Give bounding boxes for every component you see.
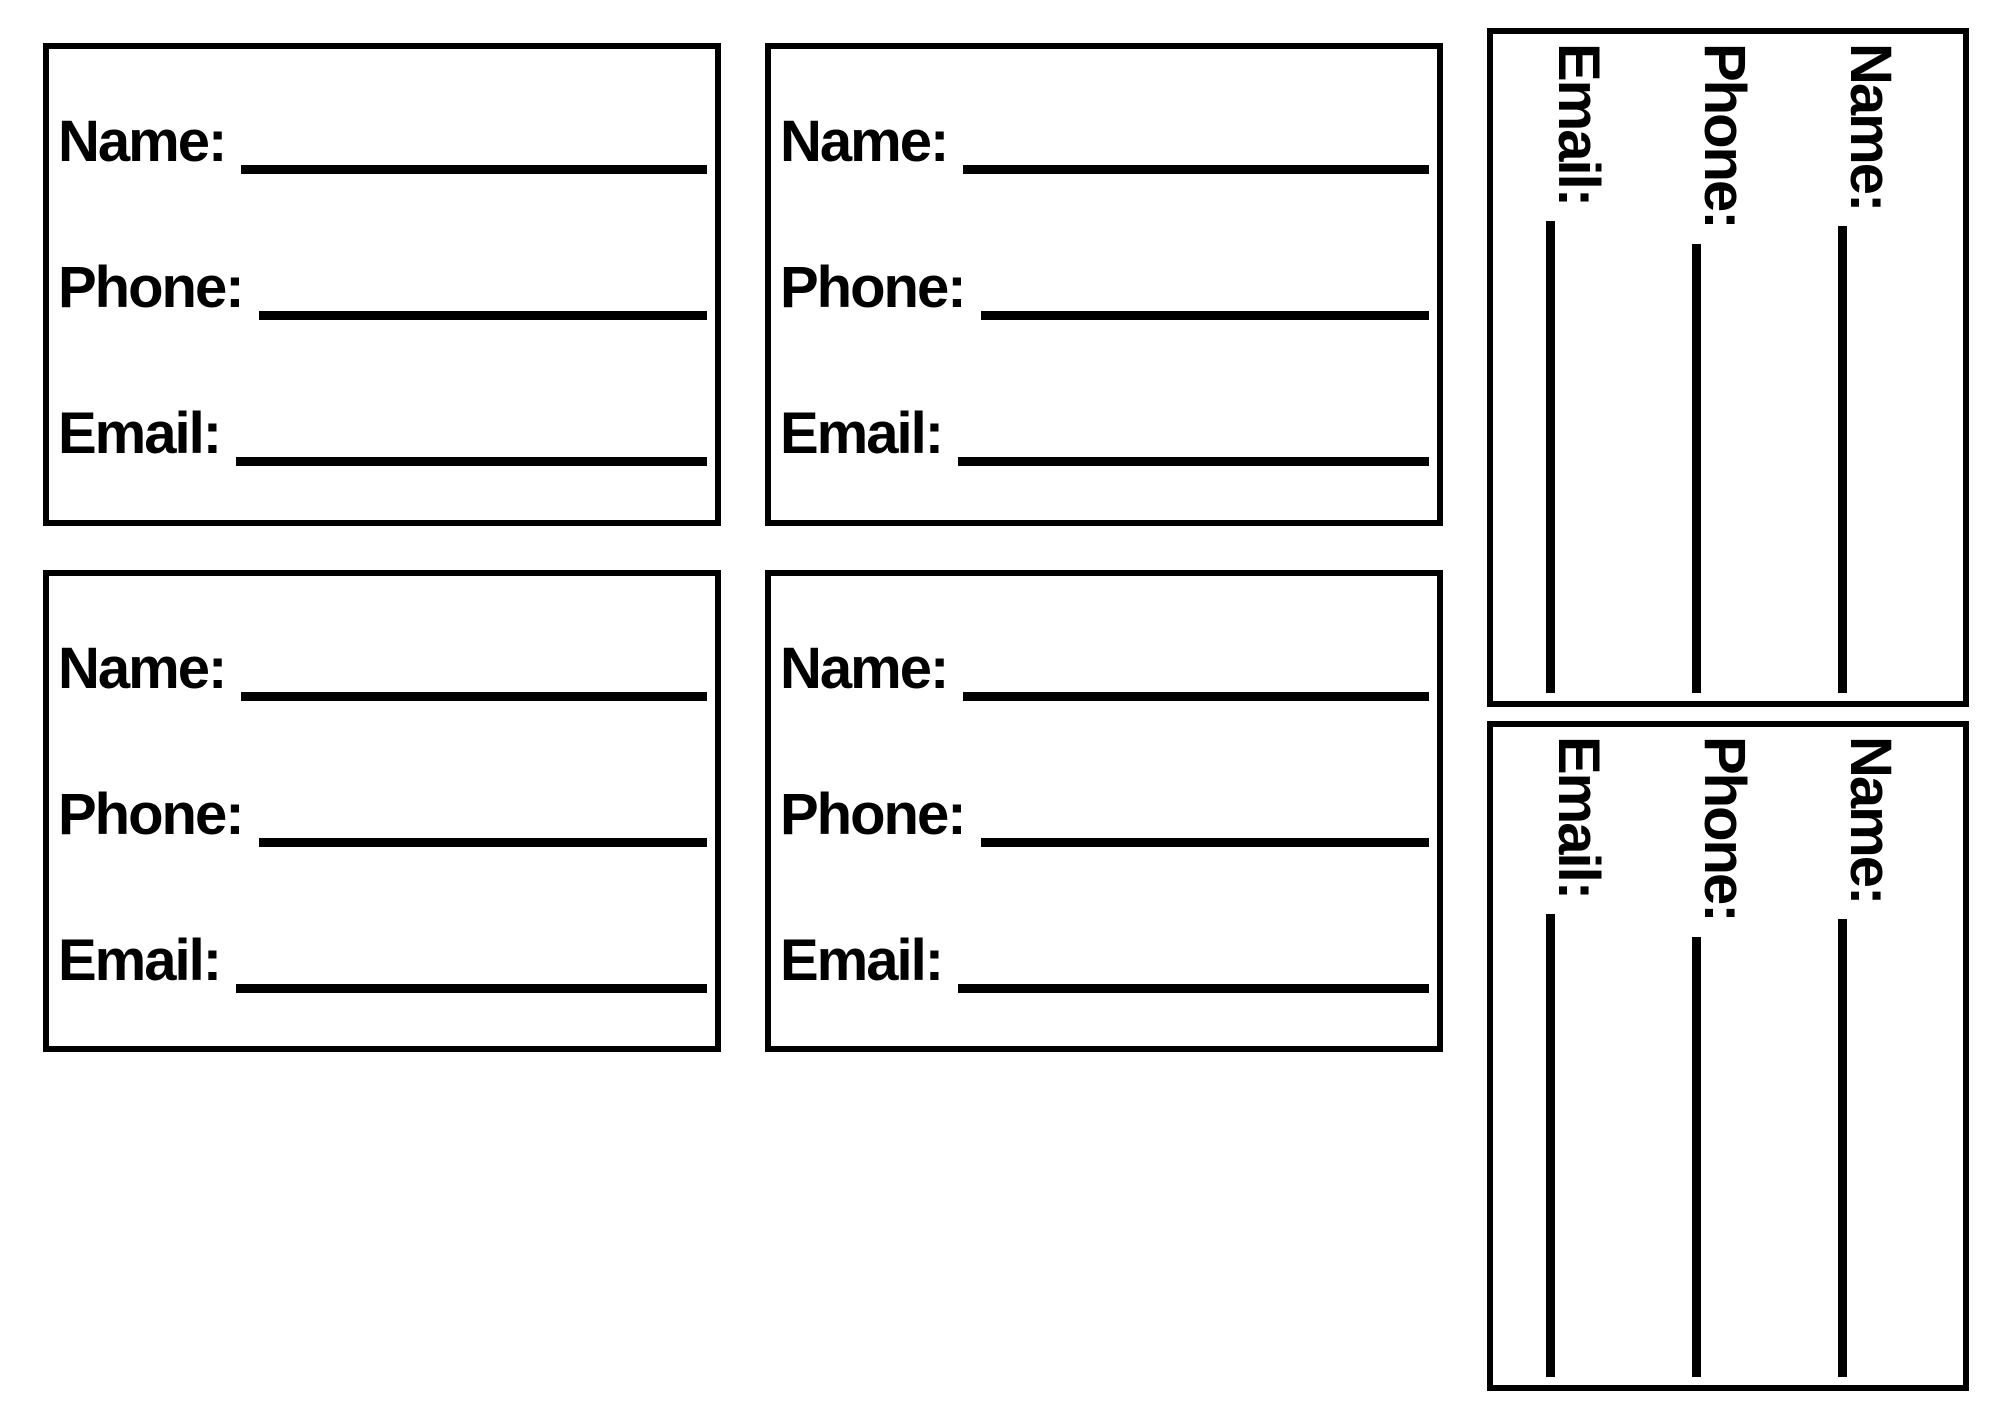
- email-label: Email:: [780, 401, 944, 466]
- email-blank-line: [1546, 221, 1555, 693]
- phone-blank-line: [980, 838, 1429, 847]
- contact-card: Name: Phone: Email:: [43, 570, 721, 1052]
- contact-card: Name: Phone: Email:: [43, 43, 721, 526]
- phone-blank-line: [258, 311, 707, 320]
- phone-field: Phone:: [58, 782, 707, 847]
- name-field: Name:: [1838, 43, 1903, 693]
- email-label: Email:: [1546, 736, 1611, 899]
- phone-field: Phone:: [1692, 736, 1757, 1377]
- name-label: Name:: [58, 109, 227, 174]
- email-label: Email:: [1546, 43, 1611, 206]
- email-blank-line: [236, 984, 707, 993]
- email-label: Email:: [58, 928, 222, 993]
- contact-card: Name: Phone: Email:: [765, 570, 1443, 1052]
- email-blank-line: [958, 457, 1429, 466]
- contact-card-rotated: Name: Phone: Email:: [1487, 28, 1969, 707]
- phone-field: Phone:: [1692, 43, 1757, 693]
- name-blank-line: [1838, 226, 1847, 693]
- name-field: Name:: [58, 109, 707, 174]
- phone-label: Phone:: [780, 255, 967, 320]
- name-label: Name:: [780, 109, 949, 174]
- phone-field: Phone:: [780, 255, 1429, 320]
- rotated-card-container: Name: Phone: Email:: [1487, 28, 1969, 707]
- name-blank-line: [963, 165, 1429, 174]
- phone-label: Phone:: [58, 782, 245, 847]
- name-label: Name:: [1838, 736, 1903, 904]
- name-field: Name:: [58, 636, 707, 701]
- name-blank-line: [1838, 919, 1847, 1377]
- email-field: Email:: [780, 401, 1429, 466]
- name-field: Name:: [1838, 736, 1903, 1377]
- name-label: Name:: [58, 636, 227, 701]
- email-blank-line: [958, 984, 1429, 993]
- rotated-card-container: Name: Phone: Email:: [1487, 721, 1969, 1391]
- phone-blank-line: [1692, 936, 1701, 1377]
- email-blank-line: [236, 457, 707, 466]
- phone-field: Phone:: [58, 255, 707, 320]
- phone-blank-line: [980, 311, 1429, 320]
- email-label: Email:: [58, 401, 222, 466]
- email-label: Email:: [780, 928, 944, 993]
- name-blank-line: [241, 165, 707, 174]
- phone-label: Phone:: [1692, 736, 1757, 921]
- contact-card-rotated: Name: Phone: Email:: [1487, 721, 1969, 1391]
- phone-blank-line: [258, 838, 707, 847]
- name-field: Name:: [780, 636, 1429, 701]
- phone-field: Phone:: [780, 782, 1429, 847]
- name-label: Name:: [780, 636, 949, 701]
- name-blank-line: [963, 692, 1429, 701]
- phone-label: Phone:: [1692, 43, 1757, 228]
- email-field: Email:: [1546, 43, 1611, 693]
- phone-label: Phone:: [58, 255, 245, 320]
- email-field: Email:: [1546, 736, 1611, 1377]
- email-blank-line: [1546, 914, 1555, 1377]
- name-blank-line: [241, 692, 707, 701]
- name-field: Name:: [780, 109, 1429, 174]
- phone-blank-line: [1692, 243, 1701, 693]
- email-field: Email:: [58, 928, 707, 993]
- phone-label: Phone:: [780, 782, 967, 847]
- contact-card: Name: Phone: Email:: [765, 43, 1443, 526]
- name-label: Name:: [1838, 43, 1903, 211]
- email-field: Email:: [780, 928, 1429, 993]
- email-field: Email:: [58, 401, 707, 466]
